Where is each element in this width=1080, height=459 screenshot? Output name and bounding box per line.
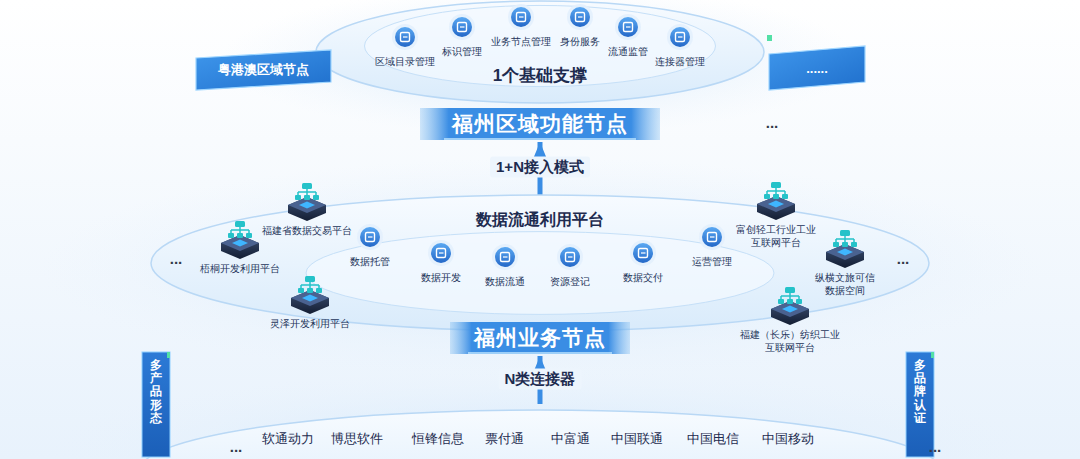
ellipsis-mark: ... xyxy=(766,114,779,133)
node-text: 恒锋信息 xyxy=(412,430,464,448)
flow-arrow xyxy=(538,356,543,404)
function-icon xyxy=(357,224,383,250)
node-text: 中国电信 xyxy=(687,430,739,448)
node-text: 多产品形态 xyxy=(150,359,162,425)
node-text: 福州业务节点 xyxy=(474,324,606,352)
platform-icon xyxy=(826,230,864,268)
ellipse-outline xyxy=(315,0,765,104)
node-text: 票付通 xyxy=(485,430,524,448)
oval-node: 1个基础支撑 xyxy=(315,0,765,104)
band-node: 软通动力博思软件 恒锋信息 票付通 中富通 中国联通 中国电信 中国移动 xyxy=(150,406,930,459)
function-icon xyxy=(392,24,418,50)
function-icon xyxy=(428,240,454,266)
node-text: 博思软件 xyxy=(331,430,383,448)
node-text: 数据流通利用平台 xyxy=(150,210,930,231)
platform-icon xyxy=(291,276,329,314)
tag-node: ...... xyxy=(769,46,865,90)
vtag-node: 多产品形态 xyxy=(142,352,170,457)
banner-node: 福州区域功能节点 xyxy=(420,108,660,140)
function-icon xyxy=(615,14,641,40)
vtag-node: 多品牌认证 xyxy=(906,352,934,457)
node-text: 软通动力 xyxy=(262,430,314,448)
platform-label: 福建（长乐）纺织工业互联网平台 xyxy=(738,329,842,354)
platform-icon xyxy=(288,183,326,221)
function-icon xyxy=(667,24,693,50)
edge-label: N类连接器 xyxy=(499,369,582,390)
node-text: ...... xyxy=(806,61,828,76)
platform-icon xyxy=(771,287,809,325)
node-text: 多品牌认证 xyxy=(914,359,926,425)
node-text: 1个基础支撑 xyxy=(315,64,765,87)
function-icon xyxy=(567,4,593,30)
node-text: 中国移动 xyxy=(762,430,814,448)
oval2-node: 数据流通利用平台 xyxy=(150,194,930,332)
node-text: 中富通 xyxy=(551,430,590,448)
banner-node: 福州业务节点 xyxy=(450,322,630,354)
node-text: 中国联通 xyxy=(611,430,663,448)
function-icon xyxy=(449,14,475,40)
node-text: 粤港澳区域节点 xyxy=(218,61,309,79)
function-icon xyxy=(630,240,656,266)
platform-icon xyxy=(221,221,259,259)
edge-label: 1+N接入模式 xyxy=(490,157,590,178)
function-icon xyxy=(699,224,725,250)
node-text: 福州区域功能节点 xyxy=(452,110,628,138)
platform-icon xyxy=(757,182,795,220)
function-icon xyxy=(557,244,583,270)
tag-node: 粤港澳区域节点 xyxy=(196,50,331,90)
function-icon xyxy=(492,244,518,270)
function-icon xyxy=(508,4,534,30)
